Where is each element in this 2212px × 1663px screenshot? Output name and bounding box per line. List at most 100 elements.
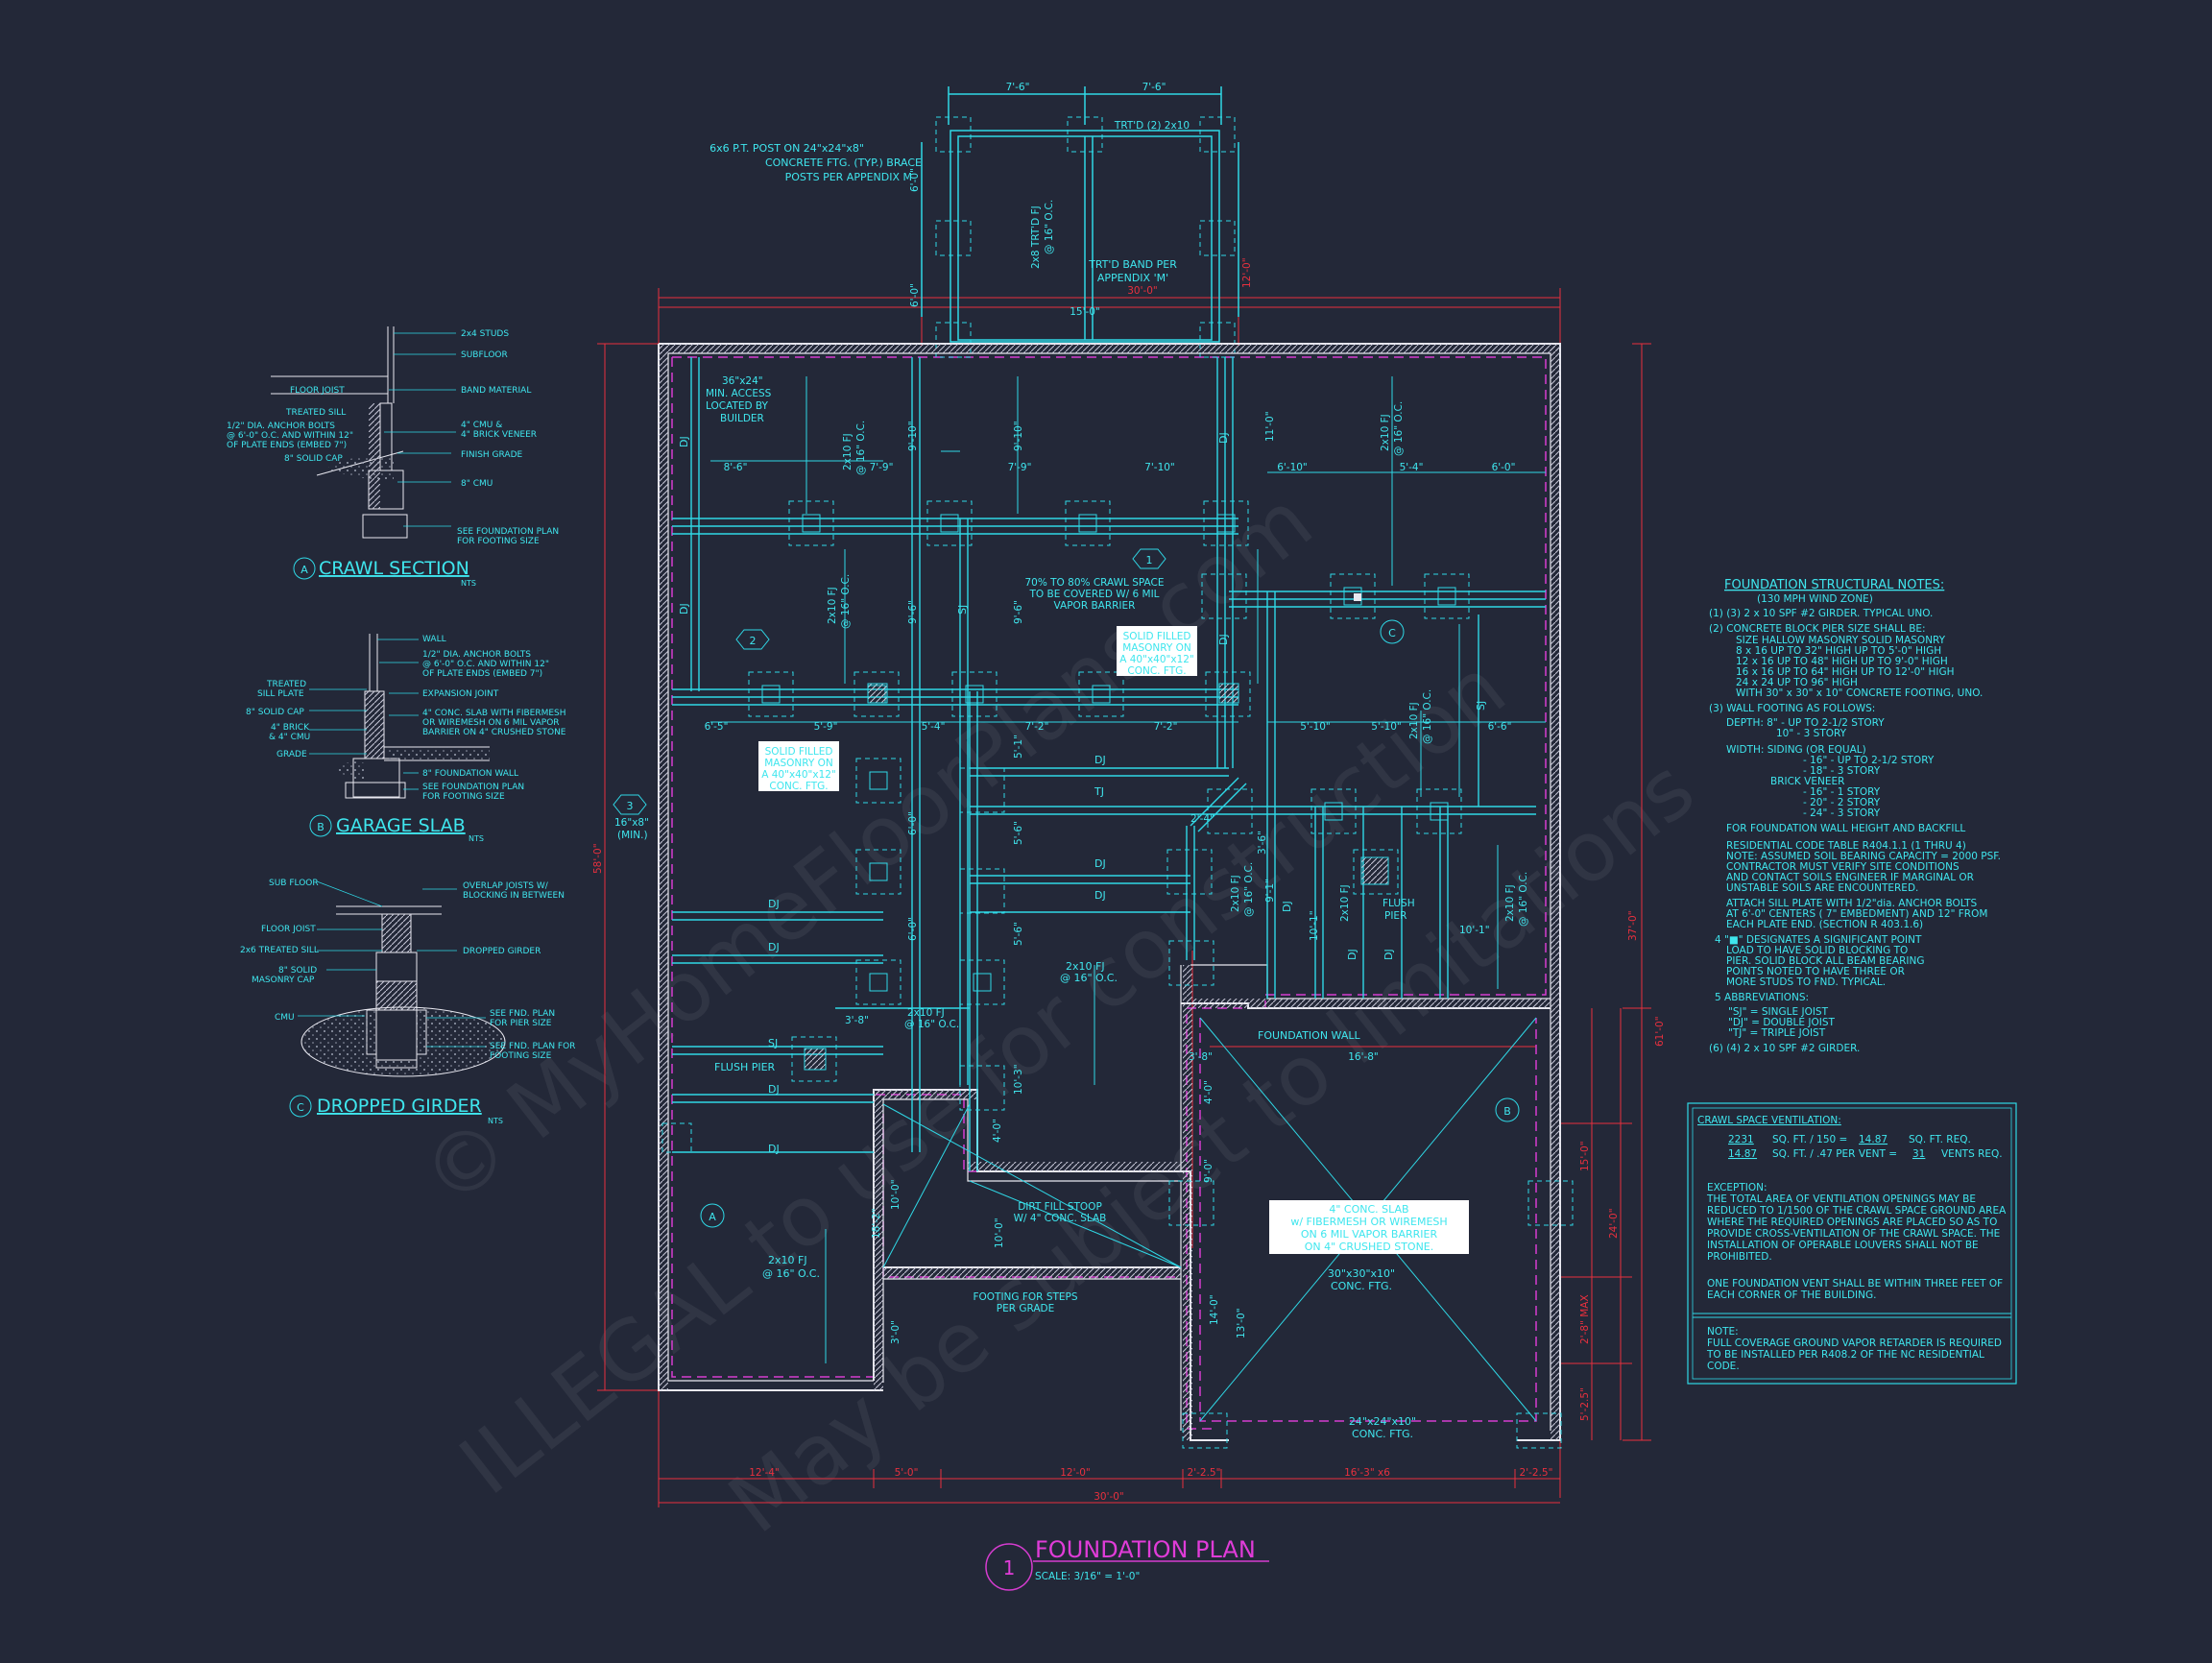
svg-text:1/2" DIA. ANCHOR BOLTS: 1/2" DIA. ANCHOR BOLTS [227,422,335,431]
svg-text:NTS: NTS [469,834,484,843]
svg-text:5'-0": 5'-0" [895,1467,919,1479]
svg-text:7'-10": 7'-10" [1144,462,1175,473]
svg-text:PIER. SOLID BLOCK ALL BEAM BEA: PIER. SOLID BLOCK ALL BEAM BEARING [1726,955,1925,967]
svg-text:9'-1": 9'-1" [1264,879,1276,903]
svg-text:OR WIREMESH ON 6 MIL VAPOR: OR WIREMESH ON 6 MIL VAPOR [422,718,560,728]
svg-text:2'-2.5": 2'-2.5" [1520,1467,1553,1479]
svg-text:ATTACH SILL PLATE WITH 1/2"dia: ATTACH SILL PLATE WITH 1/2"dia. ANCHOR B… [1726,898,1978,909]
svg-text:6'-0": 6'-0" [909,168,921,192]
joist-v3: 2x10 FJ [827,587,838,624]
svg-text:LOAD TO HAVE SOLID BLOCKING TO: LOAD TO HAVE SOLID BLOCKING TO [1726,945,1908,956]
svg-text:6'-6": 6'-6" [1488,721,1512,733]
svg-text:(6) (4) 2 x 10 SPF #2 GIRDER.: (6) (4) 2 x 10 SPF #2 GIRDER. [1709,1043,1860,1054]
porch-post-note-1: 6x6 P.T. POST ON 24"x24"x8" [709,142,864,155]
svg-text:INSTALLATION OF OPERABLE LOUVE: INSTALLATION OF OPERABLE LOUVERS SHALL N… [1707,1240,1979,1251]
plan-labels: 6x6 P.T. POST ON 24"x24"x8" CONCRETE FTG… [614,120,1529,1440]
svg-text:TJ: TJ [1094,785,1104,798]
svg-text:EXPANSION JOINT: EXPANSION JOINT [422,689,499,699]
joist-v4: 2x10 FJ [1408,702,1420,739]
svg-text:13'-0": 13'-0" [1236,1308,1247,1338]
detail-garage-slab: WALL 1/2" DIA. ANCHOR BOLTS @ 6'-0" O.C.… [246,634,566,843]
svg-text:WITH 30" x 30" x 10" CONCRETE: WITH 30" x 30" x 10" CONCRETE FOOTING, U… [1736,687,1983,699]
joist-v6: 2x10 FJ [1504,884,1516,922]
svg-text:2231: 2231 [1728,1134,1754,1145]
girder-cap-hatch [376,981,417,1010]
svg-text:MASONRY ON: MASONRY ON [1122,642,1191,654]
svg-text:10'-0": 10'-0" [890,1179,902,1210]
svg-text:EACH PLATE END. (SECTION R 403: EACH PLATE END. (SECTION R 403.1.6) [1726,919,1923,930]
svg-text:CONC. FTG.: CONC. FTG. [769,781,828,792]
svg-text:14.87: 14.87 [1728,1148,1757,1160]
svg-text:14.87: 14.87 [1859,1134,1887,1145]
ventilation-calc: 2231 SQ. FT. / 150 = 14.87 SQ. FT. REQ. … [1706,1134,2007,1372]
dropped-girder-title: DROPPED GIRDER [317,1096,482,1117]
wall-hatch-steps [883,1267,1181,1279]
tag-section-c: C [1380,619,1405,644]
garage-slab-callout: 4" CONC. SLAB w/ FIBERMESH OR WIREMESH O… [1269,1200,1469,1254]
svg-text:w/ FIBERMESH OR WIREMESH: w/ FIBERMESH OR WIREMESH [1290,1216,1447,1228]
svg-text:10'-1": 10'-1" [1459,925,1490,936]
svg-text:3'-8": 3'-8" [1189,1051,1213,1063]
svg-text:4" BRICK VENEER: 4" BRICK VENEER [461,430,537,440]
joist-v2: 2x10 FJ [1380,414,1391,451]
svg-text:SOLID FILLED: SOLID FILLED [1123,631,1191,642]
svg-text:SQ. FT. REQ.: SQ. FT. REQ. [1909,1134,1971,1145]
svg-text:REDUCED TO 1/1500 OF THE CRAWL: REDUCED TO 1/1500 OF THE CRAWL SPACE GRO… [1707,1205,2007,1217]
access-3: LOCATED BY [706,400,769,412]
tag-section-a: A [700,1203,725,1228]
svg-text:8" FOUNDATION WALL: 8" FOUNDATION WALL [422,769,518,779]
joist-v2b: @ 16" O.C. [1393,401,1405,456]
tag-section-b: B [1495,1097,1520,1122]
svg-text:5 ABBREVIATIONS:: 5 ABBREVIATIONS: [1715,992,1809,1003]
svg-text:TREATED: TREATED [266,680,306,689]
svg-text:AT 6'-0" CENTERS ( 7" EMBEDMEN: AT 6'-0" CENTERS ( 7" EMBEDMENT) AND 12"… [1726,908,1987,920]
garage-ftg-2: CONC. FTG. [1331,1280,1392,1292]
wall-hatch-left [659,344,668,1390]
svg-text:B: B [1503,1105,1511,1118]
svg-text:16'-3" x6: 16'-3" x6 [1344,1467,1390,1479]
plan-scale: SCALE: 3/16" = 1'-0" [1035,1571,1140,1582]
svg-text:NOTE: ASSUMED SOIL BEARING CAP: NOTE: ASSUMED SOIL BEARING CAPACITY = 20… [1726,851,2001,862]
svg-text:DJ: DJ [1217,432,1230,444]
notes-subtitle: (130 MPH WIND ZONE) [1757,593,1873,605]
svg-text:12'-4": 12'-4" [749,1467,780,1479]
solid-pier-callout-1: SOLID FILLED MASONRY ON A 40"x40"x12" CO… [1117,626,1197,677]
garage-corner-ftg-2: CONC. FTG. [1352,1428,1413,1440]
svg-text:6'-0": 6'-0" [909,283,921,307]
joist-stoop-1: 2x10 FJ [907,1007,945,1019]
svg-text:MASONRY ON: MASONRY ON [764,758,833,769]
joist-left-1: 2x10 FJ [768,1254,807,1266]
solid-pier-callout-2: SOLID FILLED MASONRY ON A 40"x40"x12" CO… [758,741,839,792]
svg-text:9'-10": 9'-10" [1013,421,1024,451]
svg-text:ON 4" CRUSHED STONE.: ON 4" CRUSHED STONE. [1305,1241,1434,1253]
ventilation-box: CRAWL SPACE VENTILATION: 2231 SQ. FT. / … [1687,1102,2017,1385]
svg-text:DJ: DJ [768,898,780,910]
svg-text:61'-0": 61'-0" [1654,1016,1666,1047]
plan-number: 1 [1003,1556,1016,1579]
svg-text:CONTRACTOR MUST VERIFY SITE CO: CONTRACTOR MUST VERIFY SITE CONDITIONS [1726,861,1960,873]
svg-text:7'-2": 7'-2" [1154,721,1178,733]
svg-text:8" CMU: 8" CMU [461,479,493,489]
plan-title: FOUNDATION PLAN [1035,1536,1256,1563]
svg-text:5'-9": 5'-9" [814,721,838,733]
svg-text:THE TOTAL AREA OF VENTILATION: THE TOTAL AREA OF VENTILATION OPENINGS M… [1706,1193,1976,1205]
svg-text:DJ: DJ [768,941,780,953]
structural-notes: FOUNDATION STRUCTURAL NOTES: (130 MPH WI… [1709,578,2001,1054]
plan-tags: 1 2 3 A B C [613,548,1520,1228]
svg-text:6'-10": 6'-10" [1277,462,1308,473]
svg-text:1: 1 [1146,554,1153,566]
piers [661,500,1574,1449]
porch-post-note-3: POSTS PER APPENDIX M [785,171,912,183]
svg-text:SEE FOUNDATION PLAN: SEE FOUNDATION PLAN [457,527,559,537]
joist-mid-1: 2x10 FJ [1066,960,1105,973]
svg-text:NTS: NTS [488,1117,503,1125]
access-4: BUILDER [720,413,764,424]
svg-text:1/2" DIA. ANCHOR BOLTS: 1/2" DIA. ANCHOR BOLTS [422,650,531,660]
svg-text:10'-0": 10'-0" [994,1217,1005,1248]
svg-text:4'-0": 4'-0" [992,1119,1003,1143]
porch-band-2: APPENDIX 'M' [1097,272,1168,284]
joist-mid-2: @ 16" O.C. [1060,972,1118,984]
svg-text:6'-0": 6'-0" [1492,462,1516,473]
crawl-cmu-hatch [369,403,380,509]
wall-hatch-mid [968,1162,1190,1171]
